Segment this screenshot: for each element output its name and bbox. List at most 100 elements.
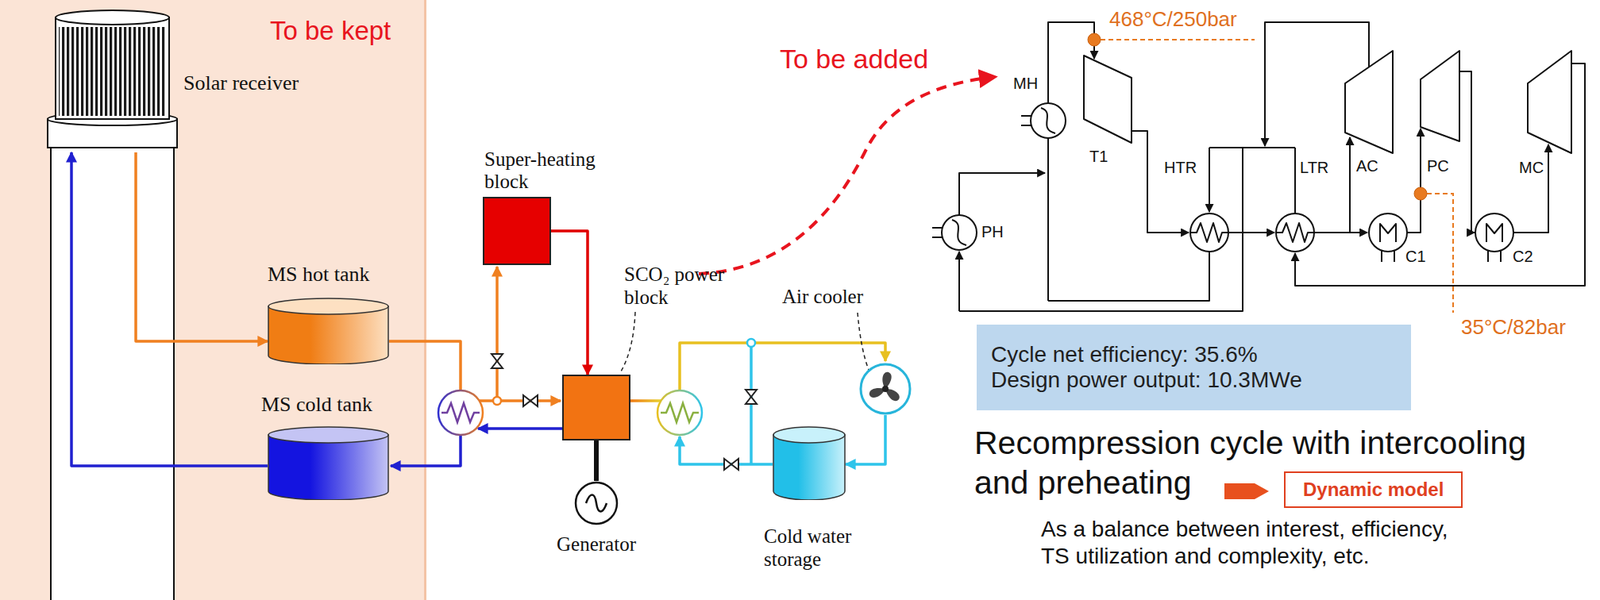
cycle-schematic bbox=[958, 251, 960, 312]
component-tag: PC bbox=[1426, 157, 1450, 176]
component-tag: PH bbox=[981, 223, 1004, 242]
air-cooler-shape bbox=[859, 362, 912, 416]
result-line: Cycle net efficiency: 35.6% bbox=[990, 342, 1258, 368]
loop-pipes bbox=[679, 343, 886, 391]
cycle-schematic bbox=[1040, 107, 1056, 134]
pointer-arrow bbox=[1224, 483, 1269, 500]
cycle-schematic bbox=[1475, 213, 1514, 252]
valve bbox=[745, 389, 757, 405]
cycle-schematic bbox=[1021, 115, 1031, 126]
air-cooler: Air cooler bbox=[859, 362, 912, 416]
component-tag: HTR bbox=[1164, 158, 1197, 178]
cycle-schematic bbox=[941, 215, 977, 251]
component-label: Air cooler bbox=[782, 285, 864, 309]
component-tag: C2 bbox=[1512, 247, 1534, 267]
state-point bbox=[1087, 33, 1101, 47]
fan-hub bbox=[882, 385, 889, 393]
cycle-schematic bbox=[1381, 250, 1395, 263]
cycle-schematic bbox=[959, 147, 1243, 312]
pipe-connector bbox=[551, 231, 588, 375]
cycle-schematic bbox=[1345, 50, 1393, 154]
cycle-schematic bbox=[1228, 231, 1275, 234]
cycle-schematic bbox=[1513, 144, 1549, 233]
cycle-schematic bbox=[932, 22, 1585, 312]
cycle-schematic bbox=[1527, 50, 1572, 154]
cold-water-storage-shape bbox=[772, 426, 846, 501]
cycle-schematic bbox=[1083, 55, 1132, 143]
addition-arrow bbox=[698, 77, 995, 274]
cycle-schematic bbox=[932, 227, 942, 238]
component-tag: LTR bbox=[1299, 158, 1329, 178]
tank-body bbox=[773, 435, 845, 501]
tank-body bbox=[268, 306, 389, 365]
solar-tower bbox=[47, 10, 178, 600]
component-tag: AC bbox=[1356, 157, 1379, 176]
cycle-schematic bbox=[1276, 213, 1315, 252]
cycle-schematic bbox=[959, 173, 1045, 216]
loop-pipes bbox=[495, 266, 499, 401]
state-point bbox=[1100, 38, 1255, 41]
cycle-schematic bbox=[952, 219, 967, 246]
component-label: Cold water storage bbox=[763, 525, 864, 572]
sine-symbol bbox=[586, 495, 607, 513]
cycle-schematic bbox=[1047, 138, 1049, 301]
leader-line bbox=[620, 312, 869, 372]
junction-dot bbox=[493, 397, 502, 405]
valve bbox=[491, 354, 503, 369]
leader-line bbox=[857, 312, 869, 371]
component-label: Super-heating block bbox=[484, 148, 620, 195]
region-title: To be kept bbox=[269, 15, 391, 47]
loop-pipes bbox=[390, 435, 461, 467]
cycle-schematic bbox=[1048, 251, 1210, 301]
pipe-connector bbox=[71, 152, 268, 467]
heat-exchanger bbox=[438, 390, 483, 436]
cycle-schematic bbox=[1208, 147, 1211, 213]
cycle-schematic bbox=[1190, 223, 1229, 243]
superheating-block: Super-heating block bbox=[482, 196, 552, 266]
result-box: Cycle net efficiency: 35.6%Design power … bbox=[976, 324, 1412, 411]
cycle-schematic bbox=[1349, 137, 1351, 233]
heat-exchanger bbox=[657, 390, 702, 436]
component-label: MS cold tank bbox=[261, 393, 373, 417]
cycle-schematic bbox=[1380, 223, 1396, 243]
cycle-title: Recompression cycle with intercooling an… bbox=[974, 423, 1562, 503]
cycle-schematic bbox=[1459, 71, 1475, 233]
hot-tank: MS hot tank bbox=[267, 297, 390, 365]
cycle-schematic bbox=[1030, 103, 1066, 139]
fan-blade bbox=[882, 386, 902, 403]
tank-body bbox=[268, 435, 389, 501]
heat-exchanger bbox=[660, 403, 699, 423]
component-tag: MC bbox=[1519, 158, 1544, 178]
solar-tower bbox=[58, 26, 166, 116]
component-label: MS hot tank bbox=[267, 262, 371, 287]
valve bbox=[491, 354, 757, 471]
note-text: As a balance between interest, efficienc… bbox=[1040, 516, 1470, 571]
fan-circle bbox=[860, 364, 910, 414]
cold-water-storage: Cold water storage bbox=[772, 426, 846, 501]
result-line: Design power output: 10.3MWe bbox=[990, 367, 1303, 394]
power-block: SCO₂ power block bbox=[562, 374, 631, 441]
cold-tank-shape bbox=[267, 426, 390, 501]
cycle-schematic bbox=[1190, 213, 1229, 252]
solar-tower bbox=[55, 17, 170, 120]
generator: Generator bbox=[574, 481, 619, 526]
component-tag: MH bbox=[1013, 74, 1038, 93]
cycle-schematic bbox=[1131, 131, 1189, 233]
state-point-label: 35°C/82bar bbox=[1461, 316, 1566, 340]
component-tag: C1 bbox=[1405, 247, 1427, 267]
pipe-connector bbox=[135, 152, 268, 342]
cycle-schematic bbox=[1294, 147, 1296, 214]
state-point bbox=[1087, 33, 1454, 313]
component-label: SCO₂ power block bbox=[624, 263, 725, 310]
tag-text: Dynamic model bbox=[1303, 478, 1444, 502]
solar-receiver: Solar receiver bbox=[50, 9, 174, 153]
cycle-schematic bbox=[1420, 50, 1460, 142]
model-tag: Dynamic model bbox=[1283, 471, 1463, 509]
pipe-connector bbox=[593, 440, 599, 482]
cycle-schematic bbox=[1209, 146, 1296, 149]
hot-tank-shape bbox=[267, 297, 390, 365]
loop-pipes bbox=[389, 341, 461, 391]
cycle-schematic bbox=[1314, 231, 1368, 234]
generator-circle bbox=[575, 482, 617, 525]
